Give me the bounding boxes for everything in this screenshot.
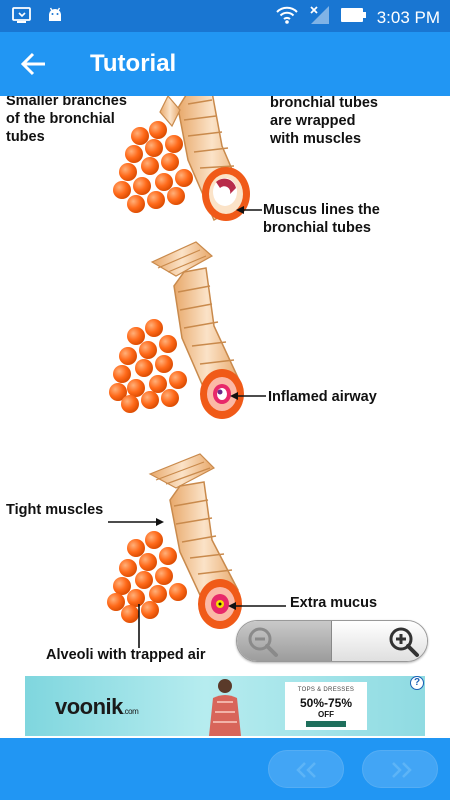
zoom-in-icon [389, 627, 419, 657]
ad-model-image [209, 679, 241, 736]
ad-brand: voonik.com [55, 694, 139, 719]
asthma-diagram [107, 96, 286, 648]
zoom-out-button[interactable] [237, 621, 332, 661]
label-mucus-lines: Muscus lines the bronchial tubes [263, 202, 380, 236]
healthy-airway-illustration [113, 96, 262, 222]
zoom-in-button[interactable] [332, 621, 427, 661]
label-extra-mucus: Extra mucus [290, 595, 378, 611]
previous-button[interactable] [268, 750, 344, 788]
tutorial-content: Smaller branches of the bronchial tubes … [0, 96, 450, 674]
ad-info-icon[interactable]: ? [410, 676, 424, 690]
inflamed-airway-illustration [109, 241, 266, 419]
arrow-left-icon [20, 52, 45, 76]
label-smaller-branches: Smaller branches of the bronchial tubes [6, 96, 127, 145]
label-tight-muscles: Tight muscles [6, 502, 104, 518]
screen-cast-icon [12, 6, 32, 29]
ad-area: voonik.com TOPS & DRESSES 50%-75% OFF ? [0, 674, 450, 738]
status-time: 3:03 PM [376, 7, 440, 27]
zoom-control [236, 620, 428, 662]
signal-icon [309, 5, 331, 30]
app-bar: Tutorial [0, 32, 450, 96]
battery-icon [340, 7, 367, 28]
chevron-double-left-icon [296, 762, 316, 778]
zoom-out-icon [248, 627, 278, 657]
page-title: Tutorial [90, 50, 177, 77]
back-button[interactable] [16, 48, 52, 80]
ad-promo: TOPS & DRESSES 50%-75% OFF [285, 682, 367, 730]
alveoli-cluster-2 [109, 319, 187, 413]
alveoli-cluster-3 [107, 531, 187, 623]
bottom-nav [0, 738, 450, 800]
label-muscle-wrapped: bronchial tubes are wrapped with muscles [270, 96, 378, 147]
wifi-icon [275, 5, 299, 30]
android-icon [46, 6, 64, 29]
next-button[interactable] [362, 750, 438, 788]
status-bar: 3:03 PM [0, 0, 450, 32]
chevron-double-right-icon [392, 762, 412, 778]
alveoli-cluster-1 [113, 121, 193, 213]
label-alveoli-trapped-air: Alveoli with trapped air [46, 647, 206, 663]
label-inflamed-airway: Inflamed airway [268, 389, 377, 405]
ad-banner[interactable]: voonik.com TOPS & DRESSES 50%-75% OFF [25, 676, 425, 736]
asthma-airway-illustration [107, 453, 286, 648]
